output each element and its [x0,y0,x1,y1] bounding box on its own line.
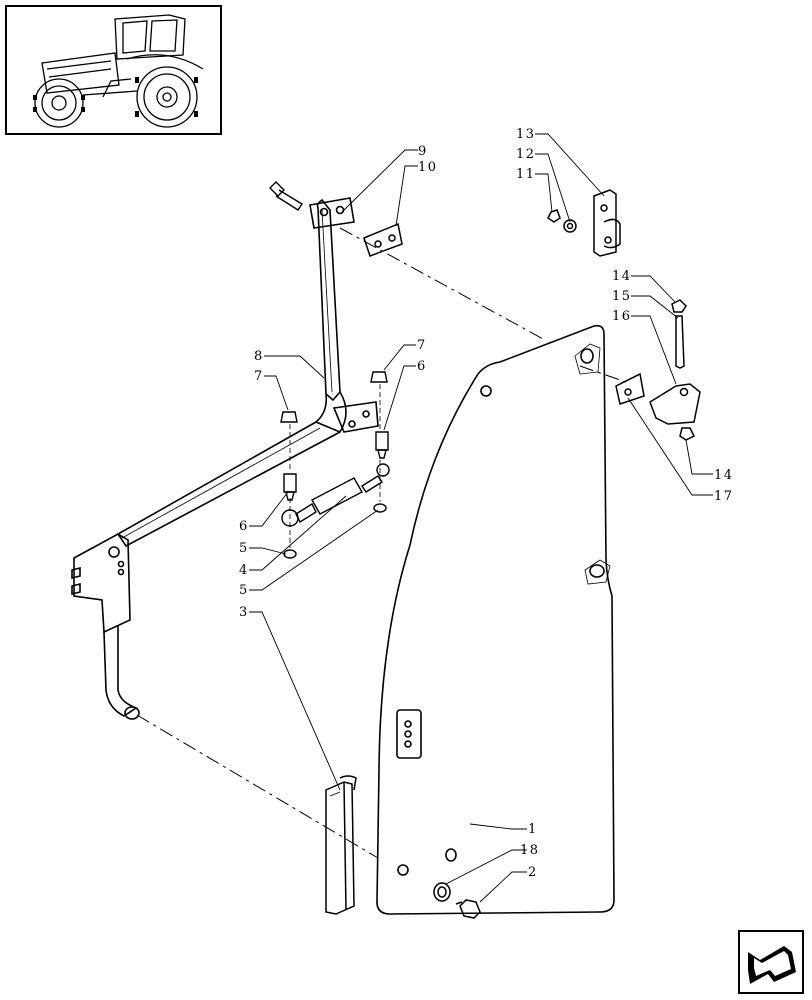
right-hinge-assembly [615,299,701,441]
knob-assembly [433,882,481,919]
tractor-thumbnail-icon [33,14,204,128]
callout-5-left: 5 [239,541,249,556]
door-handle-bar [71,197,379,720]
callout-7-left: 7 [254,369,264,384]
callout-17: 17 [714,489,734,504]
leader-lines [249,133,713,903]
bracket-plate-10 [363,222,403,257]
next-page-arrow-icon [748,946,796,984]
callout-6-left: 6 [239,519,249,534]
callout-9: 9 [418,144,428,159]
strut-center-lines [289,384,381,548]
seal-strip [325,775,357,915]
alignment-lines [136,227,627,859]
upper-hinge-assembly [547,189,621,257]
callout-18: 18 [520,843,540,858]
callout-12: 12 [516,147,536,162]
callout-6-right: 6 [417,359,427,374]
door-glass-panel [376,324,615,915]
callout-2: 2 [528,865,538,880]
callout-13: 13 [516,127,536,142]
callout-3: 3 [239,605,249,620]
callout-14-top: 14 [612,269,632,284]
callout-11: 11 [516,167,536,182]
callout-10: 10 [418,160,438,175]
callout-14-bottom: 14 [714,468,734,483]
callout-labels: 9 10 13 12 11 14 15 16 14 17 8 7 7 6 6 5… [239,127,734,880]
callout-8: 8 [254,349,264,364]
callout-4: 4 [239,563,249,578]
callout-5-right: 5 [239,583,249,598]
callout-7-right: 7 [417,338,427,353]
next-page-button[interactable] [738,930,804,994]
callout-15: 15 [612,289,632,304]
handle-bolt [269,181,303,211]
callout-16: 16 [612,309,632,324]
gas-strut-assembly [280,371,390,559]
tractor-thumbnail [5,5,222,135]
callout-1: 1 [528,822,538,837]
